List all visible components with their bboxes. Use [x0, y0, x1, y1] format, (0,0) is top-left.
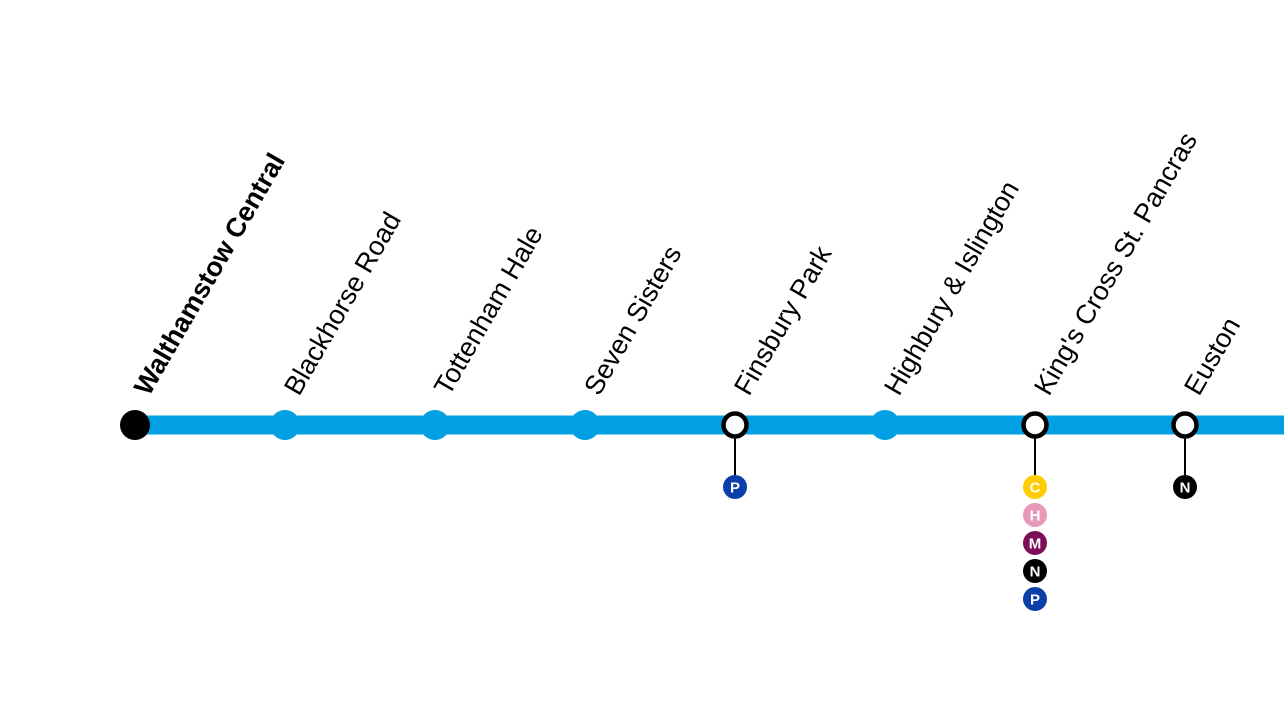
station-euston[interactable]: N Euston	[1171, 312, 1246, 499]
connection-badge-letter: M	[1029, 536, 1042, 553]
station-label: Euston	[1178, 312, 1246, 400]
connection-badge-letter: N	[1180, 480, 1191, 497]
connection-badge-circle	[1023, 587, 1047, 611]
connection-badge-p: P	[1023, 587, 1047, 611]
station-blackhorse-road[interactable]: Blackhorse Road	[270, 207, 407, 440]
connection-badge-letter: N	[1030, 564, 1041, 581]
stop-marker	[270, 410, 300, 440]
connection-badge-h: H	[1023, 503, 1047, 527]
connection-badge-p: P	[723, 475, 747, 499]
stop-marker	[570, 410, 600, 440]
connection-badge-circle	[1023, 503, 1047, 527]
connection-badge-circle	[1023, 531, 1047, 555]
station-label: Walthamstow Central	[128, 148, 291, 400]
connection-badge-m: M	[1023, 531, 1047, 555]
terminus-marker	[120, 410, 150, 440]
connection-badge-c: C	[1023, 475, 1047, 499]
station-label: Highbury & Islington	[878, 176, 1025, 400]
station-seven-sisters[interactable]: Seven Sisters	[570, 241, 687, 440]
station-tottenham-hale[interactable]: Tottenham Hale	[420, 221, 549, 440]
station-label: Seven Sisters	[578, 241, 687, 400]
connection-badge-n: N	[1023, 559, 1047, 583]
stop-marker	[870, 410, 900, 440]
station-label: Tottenham Hale	[428, 221, 549, 400]
connection-badge-circle	[1173, 475, 1197, 499]
interchange-marker	[1021, 411, 1049, 439]
station-highbury-islington[interactable]: Highbury & Islington	[870, 176, 1025, 440]
station-label: King's Cross St. Pancras	[1028, 127, 1203, 400]
station-label: Finsbury Park	[728, 240, 838, 400]
station-label: Blackhorse Road	[278, 207, 407, 400]
stop-marker	[420, 410, 450, 440]
station-finsbury-park[interactable]: P Finsbury Park	[721, 240, 838, 499]
station-walthamstow-central[interactable]: Walthamstow Central	[120, 148, 291, 440]
connection-badge-n: N	[1173, 475, 1197, 499]
connection-badge-letter: H	[1030, 508, 1041, 525]
connection-badge-circle	[723, 475, 747, 499]
connection-badge-circle	[1023, 475, 1047, 499]
connection-badge-letter: P	[1030, 592, 1040, 609]
connection-badge-letter: P	[730, 480, 740, 497]
connection-badge-circle	[1023, 559, 1047, 583]
interchange-marker	[1171, 411, 1199, 439]
interchange-marker	[721, 411, 749, 439]
connection-badge-letter: C	[1030, 480, 1041, 497]
